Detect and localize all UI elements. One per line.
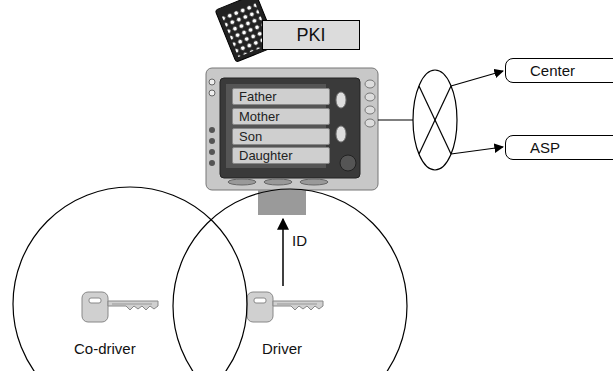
- network-arrow: [451, 71, 503, 86]
- driver-circle: Driver: [172, 188, 408, 371]
- key-icon: [247, 292, 323, 322]
- member-button: Father: [232, 88, 330, 105]
- node-text: Father: [239, 90, 277, 103]
- codriver-circle: Co-driver: [12, 186, 248, 371]
- member-button: Son: [232, 128, 330, 145]
- pki-box: PKI: [262, 20, 360, 50]
- wire: [378, 119, 413, 120]
- id-arrow: [282, 219, 284, 286]
- node-text: Co-driver: [74, 340, 136, 357]
- node-text: Driver: [262, 340, 302, 357]
- member-button: Daughter: [232, 147, 330, 164]
- node-text: ASP: [530, 140, 560, 155]
- member-button: Mother: [232, 108, 330, 125]
- asp-box: ASP: [505, 135, 613, 160]
- key-icon: [82, 292, 158, 322]
- node-text: Mother: [239, 110, 279, 123]
- cross-line: [419, 86, 451, 154]
- id-label: ID: [292, 232, 307, 249]
- network-ellipse: [413, 70, 457, 170]
- node-text: Center: [530, 63, 575, 78]
- key-dock: [258, 190, 306, 215]
- cross-line: [419, 86, 451, 154]
- node-text: Son: [239, 130, 262, 143]
- head-unit: [206, 68, 378, 190]
- node-text: Daughter: [239, 149, 292, 162]
- node-text: PKI: [296, 26, 325, 44]
- center-box: Center: [505, 58, 613, 83]
- network-arrow: [451, 147, 503, 154]
